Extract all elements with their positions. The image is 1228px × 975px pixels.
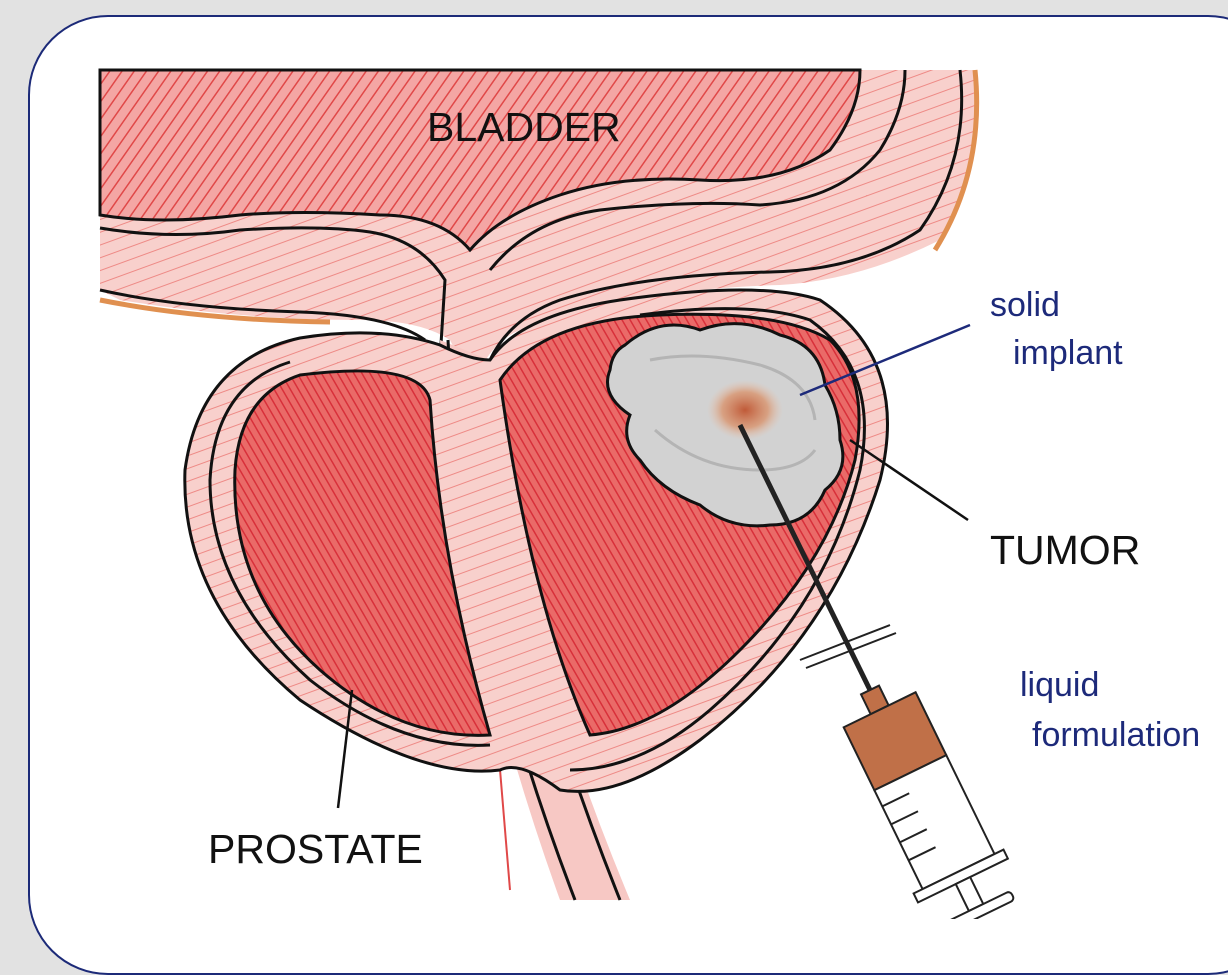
label-solid-implant-1: solid (990, 288, 1060, 322)
label-bladder: BLADDER (427, 107, 621, 148)
label-solid-implant-2: implant (1013, 336, 1123, 370)
label-liquid-2: formulation (1032, 718, 1200, 752)
label-tumor: TUMOR (990, 530, 1140, 571)
label-prostate: PROSTATE (208, 829, 423, 870)
label-liquid-1: liquid (1020, 668, 1099, 702)
